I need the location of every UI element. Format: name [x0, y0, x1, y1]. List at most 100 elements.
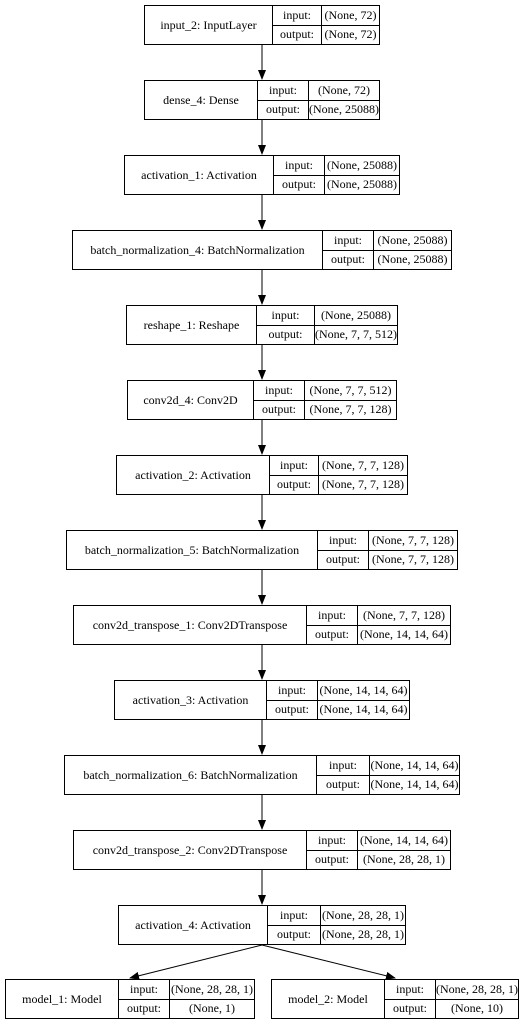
- input-row: input:(None, 14, 14, 64): [307, 831, 450, 850]
- layer-name: conv2d_transpose_2: Conv2DTranspose: [74, 831, 307, 869]
- input-label: input:: [323, 231, 374, 250]
- input-label: input:: [318, 531, 369, 550]
- output-row: output:(None, 14, 14, 64): [267, 699, 409, 719]
- input-row: input: (None, 72): [258, 81, 379, 100]
- input-label: input:: [307, 831, 358, 850]
- input-shape: (None, 28, 28, 1): [171, 981, 253, 996]
- output-label: output:: [119, 999, 170, 1018]
- input-shape: (None, 28, 28, 1): [322, 907, 404, 922]
- output-label: output:: [268, 925, 321, 944]
- input-row: input:(None, 14, 14, 64): [317, 756, 459, 775]
- output-row: output:(None, 14, 14, 64): [317, 774, 459, 794]
- input-row: input: (None, 25088): [257, 306, 397, 325]
- output-shape: (None, 25088): [327, 177, 397, 192]
- input-row: input:(None, 72): [273, 6, 379, 25]
- input-row: input:(None, 7, 7, 128): [318, 531, 457, 550]
- input-shape: (None, 28, 28, 1): [436, 981, 518, 996]
- input-row: input:(None, 28, 28, 1): [268, 906, 405, 925]
- input-shape: (None, 7, 7, 128): [363, 607, 445, 622]
- input-shape: (None, 14, 14, 64): [370, 757, 459, 772]
- layer-name: activation_3: Activation: [115, 681, 267, 719]
- output-shape: (None, 14, 14, 64): [370, 777, 459, 792]
- layer-node-batch-normalization-6: batch_normalization_6: BatchNormalizatio…: [64, 755, 460, 795]
- input-shape: (None, 7, 7, 128): [322, 457, 404, 472]
- output-row: output:(None, 72): [273, 24, 379, 44]
- input-shape: (None, 72): [324, 7, 377, 22]
- output-label: output:: [307, 850, 358, 869]
- input-shape: (None, 72): [318, 82, 370, 97]
- output-row: output:(None, 25088): [274, 174, 399, 194]
- layer-name: batch_normalization_6: BatchNormalizatio…: [65, 756, 317, 794]
- layer-node-batch-normalization-5: batch_normalization_5: BatchNormalizatio…: [66, 530, 458, 570]
- output-label: output:: [267, 700, 318, 719]
- input-label: input:: [317, 756, 370, 775]
- output-row: output:(None, 7, 7, 128): [318, 549, 457, 569]
- layer-name: model_2: Model: [272, 980, 386, 1018]
- output-shape: (None, 14, 14, 64): [319, 702, 408, 717]
- output-label: output:: [258, 100, 309, 119]
- output-row: output:(None, 7, 7, 128): [270, 474, 407, 494]
- layer-name: conv2d_transpose_1: Conv2DTranspose: [74, 606, 307, 644]
- layer-name: batch_normalization_5: BatchNormalizatio…: [67, 531, 318, 569]
- layer-name: reshape_1: Reshape: [127, 306, 257, 344]
- output-shape: (None, 72): [324, 27, 377, 42]
- output-label: output:: [274, 175, 325, 194]
- layer-name: activation_2: Activation: [117, 456, 270, 494]
- layer-name: batch_normalization_4: BatchNormalizatio…: [73, 231, 323, 269]
- output-row: output: (None, 10): [385, 998, 518, 1018]
- layer-name: dense_4: Dense: [145, 81, 258, 119]
- input-label: input:: [268, 906, 321, 925]
- output-label: output:: [273, 25, 322, 44]
- input-row: input:(None, 25088): [323, 231, 451, 250]
- output-row: output: (None, 28, 28, 1): [307, 849, 450, 869]
- output-row: output:(None, 14, 14, 64): [307, 624, 450, 644]
- layer-name: conv2d_4: Conv2D: [128, 381, 254, 419]
- layer-name: model_1: Model: [6, 980, 119, 1018]
- input-label: input:: [267, 681, 318, 700]
- layer-name: input_2: InputLayer: [145, 6, 273, 44]
- input-row: input:(None, 25088): [274, 156, 399, 175]
- input-label: input:: [307, 606, 358, 625]
- output-row: output:(None, 7, 7, 128): [254, 399, 396, 419]
- input-shape: (None, 14, 14, 64): [360, 832, 448, 847]
- output-shape: (None, 14, 14, 64): [360, 627, 448, 642]
- input-label: input:: [258, 81, 309, 100]
- output-shape: (None, 1): [189, 1001, 235, 1016]
- output-shape: (None, 7, 7, 512): [315, 327, 397, 342]
- output-label: output:: [307, 625, 358, 644]
- output-label: output:: [318, 550, 369, 569]
- input-label: input:: [273, 6, 322, 25]
- input-label: input:: [257, 306, 315, 325]
- input-label: input:: [270, 456, 319, 475]
- output-row: output:(None, 7, 7, 512): [257, 324, 397, 344]
- output-shape: (None, 28, 28, 1): [363, 852, 445, 867]
- output-row: output:(None, 25088): [323, 249, 451, 269]
- input-row: input: (None, 7, 7, 128): [307, 606, 450, 625]
- output-label: output:: [323, 250, 374, 269]
- output-shape: (None, 10): [451, 1001, 503, 1016]
- input-label: input:: [254, 381, 305, 400]
- output-label: output:: [385, 999, 437, 1018]
- output-label: output:: [317, 775, 370, 794]
- output-shape: (None, 7, 7, 128): [372, 552, 454, 567]
- input-label: input:: [385, 980, 437, 999]
- input-row: input:(None, 28, 28, 1): [385, 980, 518, 999]
- output-shape: (None, 7, 7, 128): [309, 402, 392, 417]
- input-shape: (None, 25088): [321, 307, 391, 322]
- layer-name: activation_4: Activation: [119, 906, 268, 944]
- input-shape: (None, 25088): [327, 157, 397, 172]
- output-shape: (None, 25088): [377, 252, 448, 267]
- input-shape: (None, 7, 7, 128): [372, 532, 454, 547]
- output-label: output:: [257, 325, 315, 344]
